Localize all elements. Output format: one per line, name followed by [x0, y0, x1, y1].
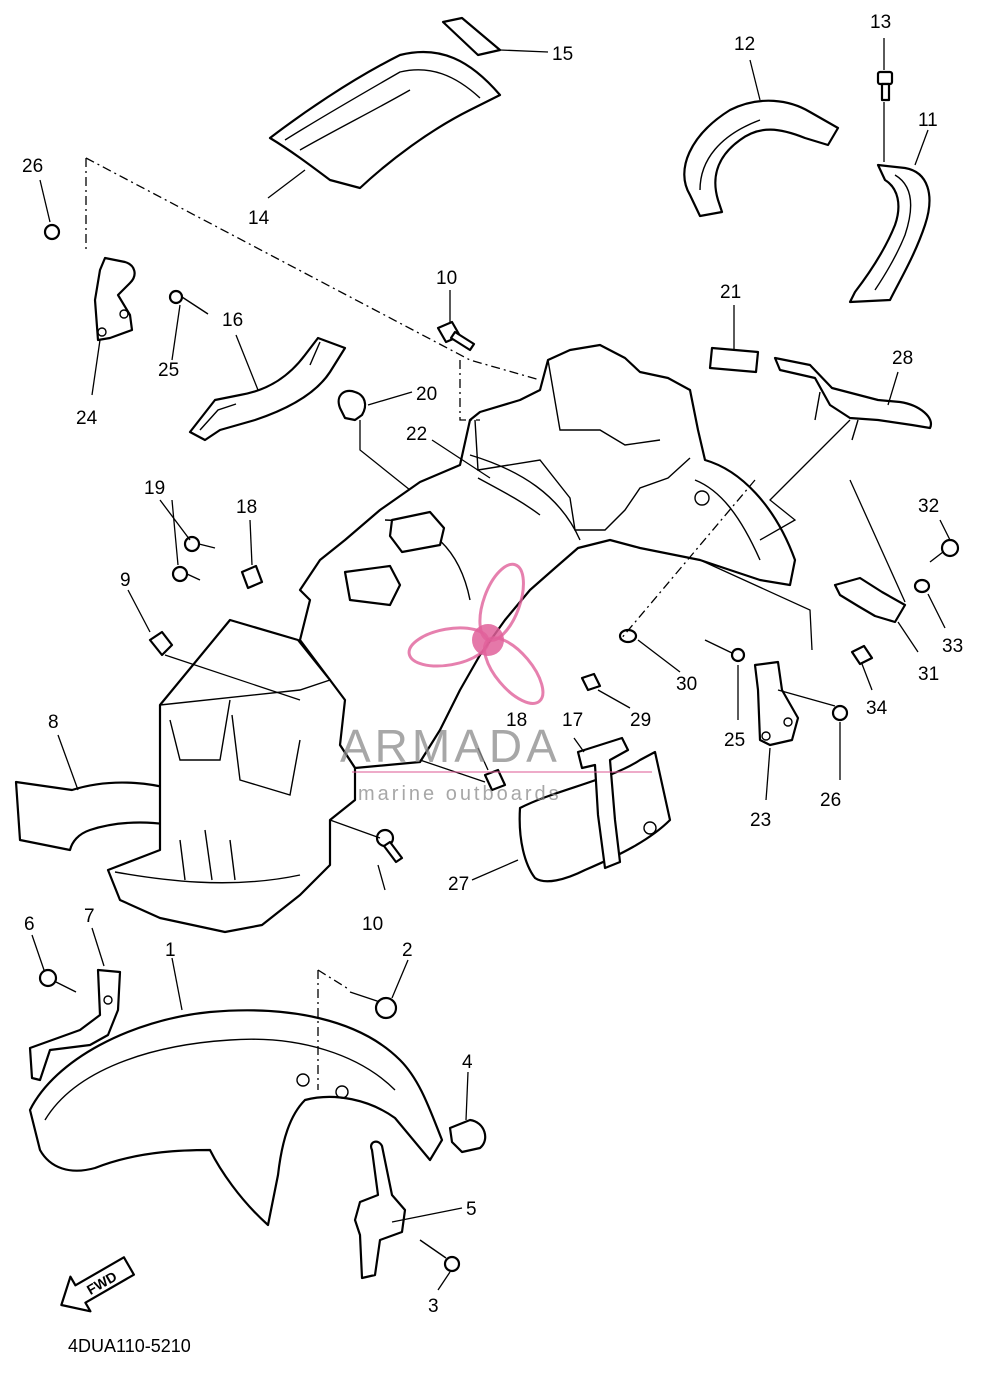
part-10-bolt-lower [375, 828, 404, 864]
part-inner-fender-box [106, 618, 357, 934]
part-34-nut [850, 644, 874, 666]
callout-25b: 25 [724, 730, 745, 751]
part-29-nut [580, 672, 602, 692]
callout-18a: 18 [236, 497, 257, 518]
part-17-strap [576, 736, 630, 870]
callout-8: 8 [48, 712, 59, 733]
part-21-pad [708, 346, 760, 374]
callout-12: 12 [734, 34, 755, 55]
part-31-plate [833, 576, 907, 624]
part-22-rear-fender-box [298, 343, 797, 770]
part-16-bracket [188, 336, 347, 442]
callout-13: 13 [870, 12, 891, 33]
part-26-nut [43, 223, 61, 241]
callout-26b: 26 [820, 790, 841, 811]
part-15-label [441, 16, 502, 57]
callout-16: 16 [222, 310, 243, 331]
part-18-clip [240, 564, 264, 590]
watermark-tagline: marine outboards [358, 783, 562, 805]
part-25-clip [168, 289, 209, 315]
callout-3: 3 [428, 1296, 439, 1317]
callout-4: 4 [462, 1052, 473, 1073]
callout-17: 17 [562, 710, 583, 731]
callout-25a: 25 [158, 360, 179, 381]
part-24-bracket [93, 256, 136, 342]
callout-7: 7 [84, 906, 95, 927]
part-19-screw [171, 535, 216, 583]
callout-18b: 18 [506, 710, 527, 731]
callout-28: 28 [892, 348, 913, 369]
part-30-washer [618, 628, 638, 644]
callout-10a: 10 [436, 268, 457, 289]
callout-6: 6 [24, 914, 35, 935]
part-9-grommet [148, 630, 174, 657]
callout-14: 14 [248, 208, 270, 229]
part-10-bolt [436, 320, 476, 352]
callout-26a: 26 [22, 156, 43, 177]
callout-10b: 10 [362, 914, 383, 935]
callout-34: 34 [866, 698, 888, 719]
part-1-front-fender [28, 1009, 444, 1227]
callout-33: 33 [942, 636, 963, 657]
callout-21: 21 [720, 282, 741, 303]
callout-27: 27 [448, 874, 469, 895]
callout-15: 15 [552, 44, 573, 65]
callout-32: 32 [918, 496, 939, 517]
callout-1: 1 [165, 940, 176, 961]
part-11-grab-bar [848, 163, 931, 304]
callout-labels: 1 2 3 4 5 6 7 8 9 10 10 11 12 13 14 15 1… [22, 12, 963, 1317]
watermark-logo [407, 562, 545, 705]
callout-24: 24 [76, 408, 98, 429]
part-25-clip-right [704, 639, 746, 663]
diagram-code: 4DUA110-5210 [68, 1336, 191, 1356]
callout-2: 2 [402, 940, 413, 961]
callout-20: 20 [416, 384, 437, 405]
callout-9: 9 [120, 570, 131, 591]
part-5-stay [353, 1140, 407, 1280]
callout-29: 29 [630, 710, 651, 731]
part-32-bolt [929, 538, 960, 563]
part-2-bolt [349, 991, 398, 1020]
part-33-washer [913, 578, 931, 594]
watermark: ARMADA marine outboards [340, 562, 652, 805]
callout-30: 30 [676, 674, 697, 695]
guide-lines [85, 157, 756, 1090]
callout-22: 22 [406, 424, 427, 445]
part-26-nut-right [831, 704, 849, 722]
callout-23: 23 [750, 810, 771, 831]
callout-5: 5 [466, 1199, 477, 1220]
part-6-bolt [38, 968, 77, 993]
part-28-bracket [773, 356, 933, 441]
leader-lines [31, 38, 951, 1291]
part-14-tail-cover [268, 50, 502, 190]
part-13-bolt [876, 70, 894, 102]
part-3-bolt [419, 1239, 461, 1273]
callout-31: 31 [918, 664, 939, 685]
part-4-grommet [448, 1118, 487, 1154]
callout-19: 19 [144, 478, 165, 499]
part-23-bracket [753, 660, 800, 747]
part-7-stay [28, 968, 122, 1082]
part-12-grab-bar [683, 99, 840, 218]
part-20-clamp [337, 389, 367, 422]
callout-11: 11 [918, 110, 938, 131]
fwd-arrow: FWD [60, 1256, 136, 1313]
watermark-brand: ARMADA [340, 720, 561, 772]
